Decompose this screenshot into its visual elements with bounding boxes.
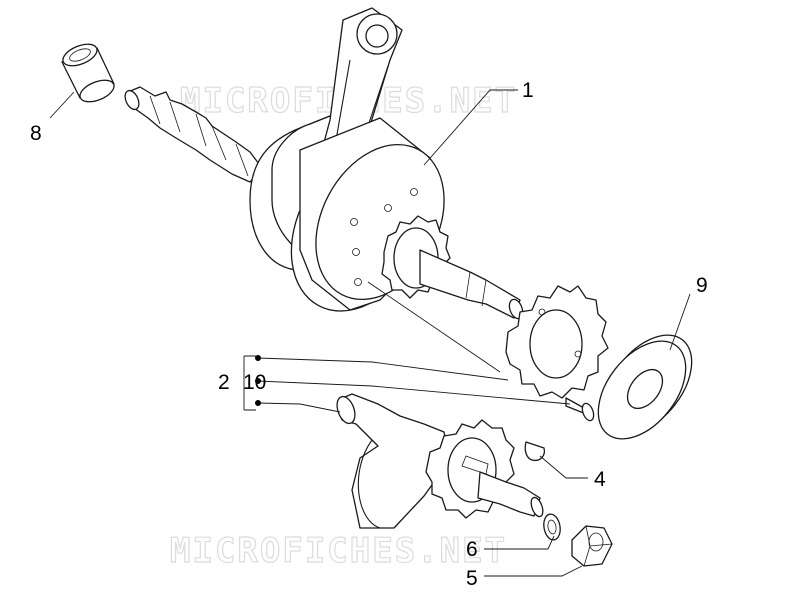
part-4-key bbox=[524, 441, 546, 462]
leader-lines bbox=[49, 89, 691, 577]
callout-10: 10 bbox=[243, 371, 266, 394]
part-1-crankshaft bbox=[124, 7, 524, 320]
watermark-bottom: MICROFICHES.NET bbox=[170, 531, 507, 571]
callout-9: 9 bbox=[696, 274, 708, 297]
screw bbox=[565, 397, 595, 422]
part-8-bushing bbox=[61, 43, 115, 103]
callout-8: 8 bbox=[30, 122, 42, 145]
callout-5: 5 bbox=[466, 567, 478, 590]
part-2-balance-shaft bbox=[336, 393, 544, 529]
callout-4: 4 bbox=[594, 468, 606, 491]
part-9-washer bbox=[597, 334, 693, 440]
part-10-gear bbox=[505, 285, 609, 399]
callout-6: 6 bbox=[466, 538, 478, 561]
part-5-nut bbox=[571, 525, 613, 567]
callout-1: 1 bbox=[522, 79, 534, 102]
callout-2: 2 bbox=[218, 371, 230, 394]
part-6-washer bbox=[543, 513, 561, 541]
